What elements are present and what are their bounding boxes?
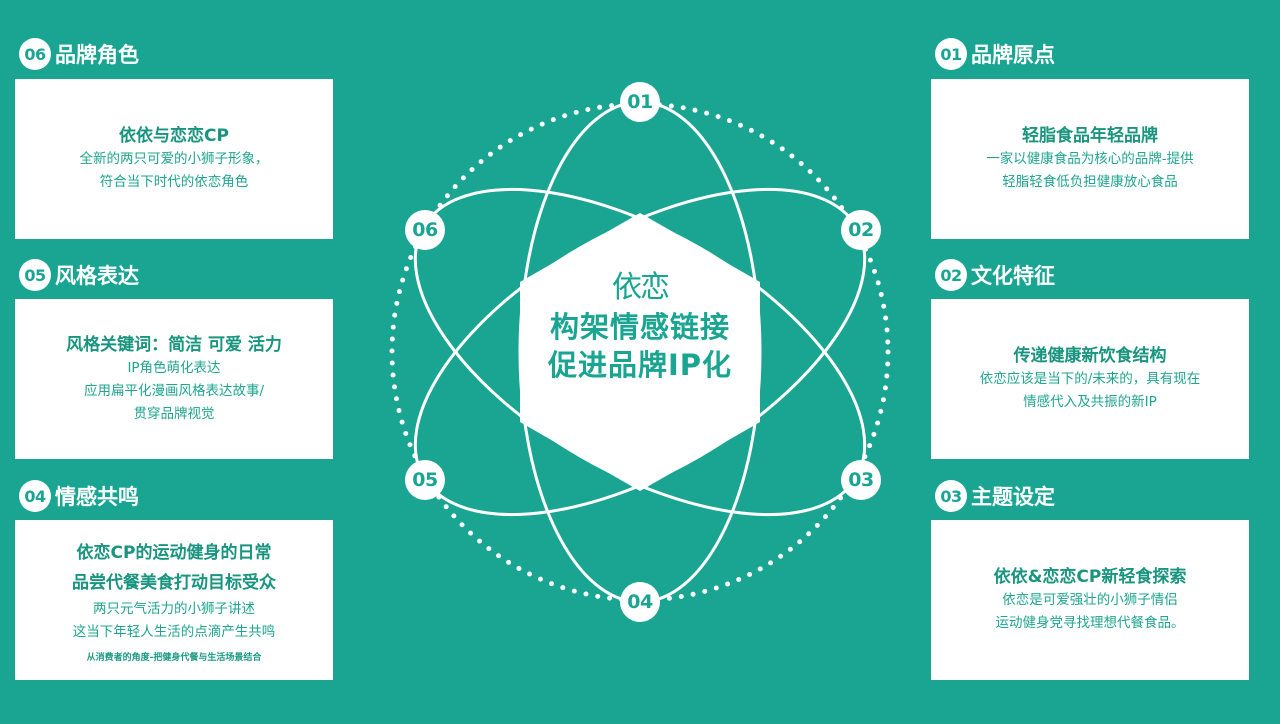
section-06-badge: 06 xyxy=(19,38,51,70)
node-06: 06 xyxy=(405,210,445,250)
section-04-badge: 04 xyxy=(19,480,51,512)
dotted-ring xyxy=(389,101,891,603)
node-05: 05 xyxy=(405,460,445,500)
card-desc-line: 全新的两只可爱的小狮子形象， xyxy=(79,151,269,167)
section-05-card: 风格关键词：简洁 可爱 活力 IP角色萌化表达 应用扁平化漫画风格表达故事/ 贯… xyxy=(15,299,333,459)
card-title-line: 依恋CP的运动健身的日常 xyxy=(76,542,272,563)
card-title: 依依与恋恋CP xyxy=(119,126,229,146)
card-title-line: 品尝代餐美食打动目标受众 xyxy=(72,572,276,593)
center-headline-1: 构架情感链接 xyxy=(549,310,730,344)
section-01-title: 品牌原点 xyxy=(971,43,1055,67)
section-06-title: 品牌角色 xyxy=(55,43,139,67)
section-04-title: 情感共鸣 xyxy=(55,485,139,509)
card-title: 轻脂食品年轻品牌 xyxy=(1022,126,1158,146)
node-03: 03 xyxy=(841,460,881,500)
section-04-card: 依恋CP的运动健身的日常 品尝代餐美食打动目标受众 两只元气活力的小狮子讲述 这… xyxy=(15,520,333,680)
card-desc-line: IP角色萌化表达 xyxy=(127,359,221,376)
card-desc-line: 应用扁平化漫画风格表达故事/ xyxy=(83,382,265,399)
section-01-badge: 01 xyxy=(935,38,967,70)
card-desc-line: 两只元气活力的小狮子讲述 xyxy=(93,600,255,617)
section-05-header: 05 风格表达 xyxy=(19,257,139,293)
section-05-badge: 05 xyxy=(19,259,51,291)
section-04-header: 04 情感共鸣 xyxy=(19,478,139,514)
center-hexagon xyxy=(520,213,760,491)
node-04: 04 xyxy=(620,582,660,622)
card-title: 风格关键词：简洁 可爱 活力 xyxy=(66,334,282,355)
card-desc-line: 这当下年轻人生活的点滴产生共鸣 xyxy=(72,623,276,640)
card-desc-line: 运动健身党寻找理想代餐食品。 xyxy=(995,615,1185,631)
card-desc-line: 一家以健康食品为核心的品牌-提供 xyxy=(986,151,1194,167)
node-02: 02 xyxy=(841,210,881,250)
section-06-card: 依依与恋恋CP 全新的两只可爱的小狮子形象， 符合当下时代的依恋角色 xyxy=(15,79,333,239)
card-desc-line: 依恋应该是当下的/未来的，具有现在 xyxy=(979,371,1201,387)
section-02-title: 文化特征 xyxy=(971,264,1055,288)
card-desc-line: 依恋是可爱强壮的小狮子情侣 xyxy=(1002,592,1178,608)
card-desc-line: 贯穿品牌视觉 xyxy=(133,405,215,422)
section-02-card: 传递健康新饮食结构 依恋应该是当下的/未来的，具有现在 情感代入及共振的新IP xyxy=(931,299,1249,459)
card-title: 依依&恋恋CP新轻食探索 xyxy=(993,567,1187,587)
section-02-badge: 02 xyxy=(935,259,967,291)
card-desc-line: 情感代入及共振的新IP xyxy=(1023,394,1157,410)
section-03-badge: 03 xyxy=(935,480,967,512)
node-01: 01 xyxy=(620,82,660,122)
section-01-header: 01 品牌原点 xyxy=(935,36,1055,72)
section-03-header: 03 主题设定 xyxy=(935,478,1055,514)
card-title: 传递健康新饮食结构 xyxy=(1013,346,1167,366)
card-desc-line: 轻脂轻食低负担健康放心食品 xyxy=(1002,174,1178,190)
card-desc-line: 符合当下时代的依恋角色 xyxy=(99,174,249,190)
section-02-header: 02 文化特征 xyxy=(935,257,1055,293)
card-note: 从消费者的角度-把健身代餐与生活场景结合 xyxy=(86,652,262,663)
center-headline-2: 促进品牌IP化 xyxy=(547,348,733,382)
section-03-title: 主题设定 xyxy=(971,485,1055,509)
brand-logo: 依恋 xyxy=(612,270,670,305)
center-text: 依恋 构架情感链接 促进品牌IP化 xyxy=(520,268,760,384)
section-06-header: 06 品牌角色 xyxy=(19,36,139,72)
section-03-card: 依依&恋恋CP新轻食探索 依恋是可爱强壮的小狮子情侣 运动健身党寻找理想代餐食品… xyxy=(931,520,1249,680)
section-01-card: 轻脂食品年轻品牌 一家以健康食品为核心的品牌-提供 轻脂轻食低负担健康放心食品 xyxy=(931,79,1249,239)
section-05-title: 风格表达 xyxy=(55,264,139,288)
